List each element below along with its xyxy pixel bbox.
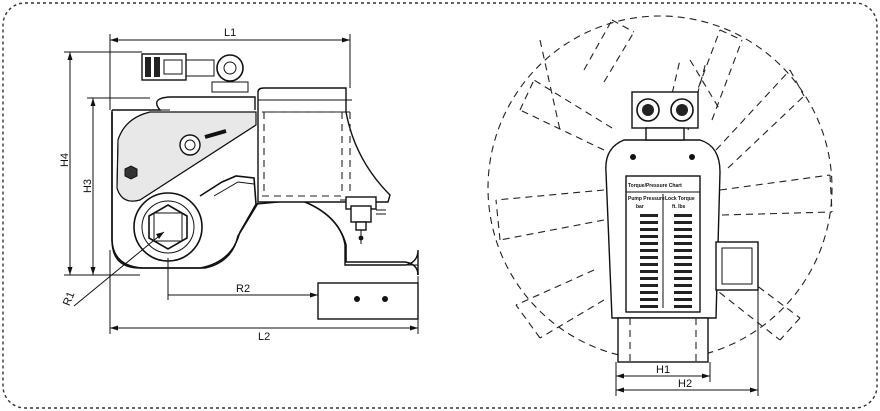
label-H3: H3: [82, 179, 94, 193]
front-view: Torque/Pressure Chart Pump Pressure Lock…: [487, 15, 833, 396]
plate-row-bar: [640, 249, 658, 252]
hex-socket: [148, 204, 188, 250]
label-R2: R2: [236, 283, 250, 295]
plate-row-bar: [674, 270, 692, 273]
plate-row-bar: [640, 291, 658, 294]
plate-rows: [640, 214, 692, 308]
swivel-connector: [141, 53, 249, 93]
plate-row-bar: [674, 249, 692, 252]
label-L2: L2: [258, 331, 270, 343]
side-view: L1 L2 R2 H4 H3 R1: [59, 27, 419, 343]
top-swivel-block: [631, 91, 699, 129]
plate-row-bar: [674, 242, 692, 245]
dimension-lines-side: [64, 34, 419, 334]
label-L1: L1: [224, 27, 236, 39]
plate-row-bar: [640, 284, 658, 287]
plate-row-bar: [674, 305, 692, 308]
plate-row-bar: [640, 277, 658, 280]
plate-row-bar: [674, 263, 692, 266]
plate-row-bar: [674, 221, 692, 224]
plate-row-bar: [640, 228, 658, 231]
relief-valve: [340, 196, 386, 244]
square-drive: [715, 241, 759, 291]
plate-col1-unit: bar: [636, 204, 644, 210]
port-circle: [179, 134, 201, 156]
plate-title: Torque/Pressure Chart: [628, 183, 682, 189]
plate-row-bar: [674, 228, 692, 231]
plate-row-bar: [674, 214, 692, 217]
plate-row-bar: [640, 305, 658, 308]
plate-row-bar: [674, 291, 692, 294]
plate-row-bar: [674, 256, 692, 259]
dimension-lines-front: [615, 290, 759, 396]
plate-row-bar: [640, 221, 658, 224]
label-R1: R1: [61, 290, 77, 308]
plate-row-bar: [674, 277, 692, 280]
label-H1: H1: [656, 364, 670, 376]
plate-row-bar: [674, 284, 692, 287]
plate-row-bar: [640, 242, 658, 245]
plate-row-bar: [640, 263, 658, 266]
plate-col1: Pump Pressure: [628, 196, 665, 202]
label-H2: H2: [678, 378, 692, 390]
plate-col2-unit: ft. lbs: [672, 204, 686, 210]
plate-col2: Lock Torque: [665, 196, 695, 202]
plate-row-bar: [674, 235, 692, 238]
reaction-foot: [317, 282, 419, 320]
plate-row-bar: [640, 298, 658, 301]
plate-row-bar: [674, 298, 692, 301]
plate-row-bar: [640, 214, 658, 217]
cylinder-block: [257, 87, 391, 203]
plate-row-bar: [640, 235, 658, 238]
label-H4: H4: [59, 153, 71, 167]
plate-row-bar: [640, 270, 658, 273]
plate-row-bar: [640, 256, 658, 259]
hex-nut: [124, 165, 138, 180]
